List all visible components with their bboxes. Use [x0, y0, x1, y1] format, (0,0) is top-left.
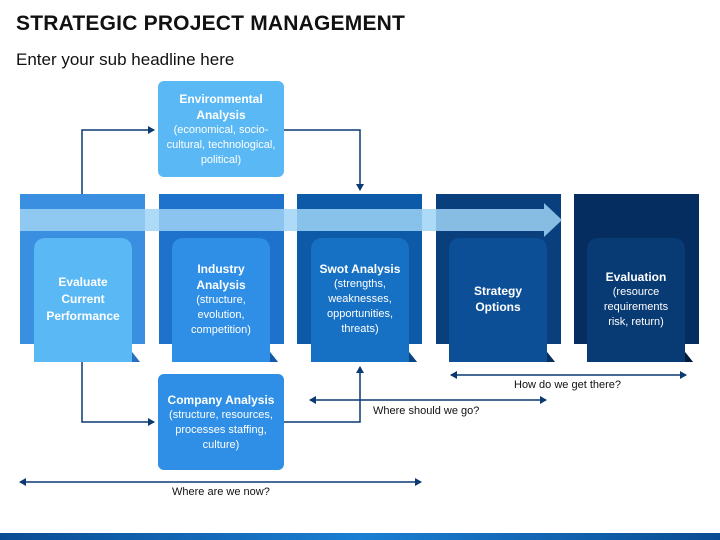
step-5-title: Evaluation — [605, 269, 667, 284]
step-3-body: (strengths, weaknesses, opportunities, t… — [326, 278, 394, 335]
step-5-body: (resource requirements risk, return) — [603, 285, 669, 328]
step-4-panel-shape — [449, 238, 555, 362]
step-1-title: Evaluate Current Performance — [46, 274, 120, 323]
connector-evaluate-to-environmental — [81, 126, 155, 194]
page-title: STRATEGIC PROJECT MANAGEMENT — [16, 12, 406, 35]
environmental-analysis-box: Environmental Analysis (economical, soci… — [158, 81, 284, 177]
step-strategy-options: Strategy Options — [449, 240, 547, 358]
step-2-body: (structure, evolution, competition) — [191, 293, 251, 336]
step-2-title: Industry Analysis — [196, 261, 246, 292]
company-analysis-title: Company Analysis — [167, 392, 275, 407]
label-where-are-we-now: Where are we now? — [172, 486, 270, 498]
step-3-panel-shape — [311, 238, 417, 362]
connector-company-to-swot — [284, 366, 364, 423]
environmental-analysis-body: (economical, socio-cultural, technologic… — [166, 123, 276, 166]
step-4-title: Strategy Options — [473, 284, 523, 314]
environmental-analysis-title: Environmental Analysis — [179, 91, 263, 122]
progress-arrow-band — [20, 203, 562, 237]
label-how-do-we-get-there: How do we get there? — [514, 379, 622, 391]
connector-environmental-to-swot — [284, 129, 364, 191]
connector-evaluate-to-company — [81, 362, 155, 426]
step-industry-analysis: Industry Analysis (structure, evolution,… — [172, 240, 270, 358]
footer-bar — [0, 533, 720, 540]
step-3-title: Swot Analysis — [319, 262, 401, 276]
label-where-should-we-go: Where should we go? — [373, 405, 480, 417]
page-subtitle: Enter your sub headline here — [16, 50, 235, 69]
company-analysis-body: (structure, resources, processes staffin… — [169, 408, 273, 451]
step-5-panel-shape — [587, 238, 693, 362]
step-evaluation: Evaluation (resource requirements risk, … — [587, 240, 685, 358]
company-analysis-box: Company Analysis (structure, resources, … — [158, 374, 284, 470]
step-1-panel-shape — [34, 238, 140, 362]
step-swot-analysis: Swot Analysis (strengths, weaknesses, op… — [311, 240, 409, 358]
step-2-panel-shape — [172, 238, 278, 362]
step-evaluate-current-performance: Evaluate Current Performance — [36, 240, 130, 358]
